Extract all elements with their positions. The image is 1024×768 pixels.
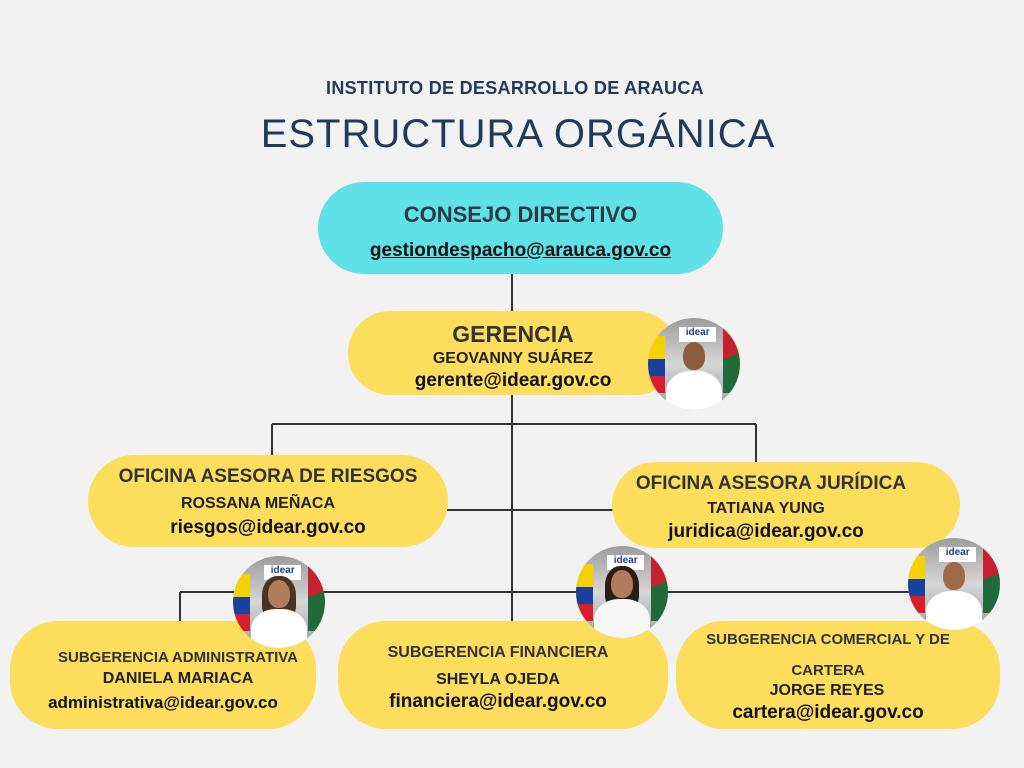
juridica-name: TATIANA YUNG — [707, 500, 825, 517]
administrativa-email[interactable]: administrativa@idear.gov.co — [48, 693, 278, 712]
juridica-title: OFICINA ASESORA JURÍDICA — [635, 473, 907, 494]
financiera-title: SUBGERENCIA FINANCIERA — [387, 644, 609, 661]
comercial-node: SUBGERENCIA COMERCIAL Y DE CARTERA JORGE… — [676, 621, 1000, 729]
financiera-node: SUBGERENCIA FINANCIERA SHEYLA OJEDA fina… — [338, 621, 668, 729]
riesgos-email[interactable]: riesgos@idear.gov.co — [170, 517, 366, 538]
riesgos-title: OFICINA ASESORA DE RIESGOS — [118, 466, 418, 487]
institute-subtitle: INSTITUTO DE DESARROLLO DE ARAUCA — [326, 78, 704, 98]
consejo-directivo-email[interactable]: gestiondespacho@arauca.gov.co — [369, 240, 672, 261]
consejo-directivo-node: CONSEJO DIRECTIVO gestiondespacho@arauca… — [318, 182, 723, 274]
administrativa-name: DANIELA MARIACA — [102, 670, 254, 687]
page-title: ESTRUCTURA ORGÁNICA — [260, 112, 776, 156]
juridica-email[interactable]: juridica@idear.gov.co — [668, 521, 864, 542]
comercial-name: JORGE REYES — [769, 682, 885, 699]
gerencia-name: GEOVANNY SUÁREZ — [432, 350, 594, 367]
gerencia-photo: idear — [648, 318, 740, 410]
gerencia-email[interactable]: gerente@idear.gov.co — [414, 370, 612, 391]
financiera-name: SHEYLA OJEDA — [436, 671, 560, 688]
comercial-email[interactable]: cartera@idear.gov.co — [732, 702, 924, 723]
financiera-photo: idear — [576, 546, 668, 638]
comercial-title-line1: SUBGERENCIA COMERCIAL Y DE — [706, 631, 950, 648]
administrativa-photo: idear — [233, 556, 325, 648]
financiera-email[interactable]: financiera@idear.gov.co — [389, 691, 607, 712]
comercial-photo: idear — [908, 538, 1000, 630]
riesgos-name: ROSSANA MEÑACA — [180, 495, 336, 512]
administrativa-title: SUBGERENCIA ADMINISTRATIVA — [58, 649, 298, 666]
juridica-node: OFICINA ASESORA JURÍDICA TATIANA YUNG ju… — [612, 462, 960, 548]
gerencia-title: GERENCIA — [452, 321, 574, 347]
comercial-title-line2: CARTERA — [791, 662, 865, 679]
gerencia-node: GERENCIA GEOVANNY SUÁREZ gerente@idear.g… — [348, 311, 678, 395]
riesgos-node: OFICINA ASESORA DE RIESGOS ROSSANA MEÑAC… — [88, 455, 448, 547]
consejo-directivo-title: CONSEJO DIRECTIVO — [403, 202, 638, 227]
